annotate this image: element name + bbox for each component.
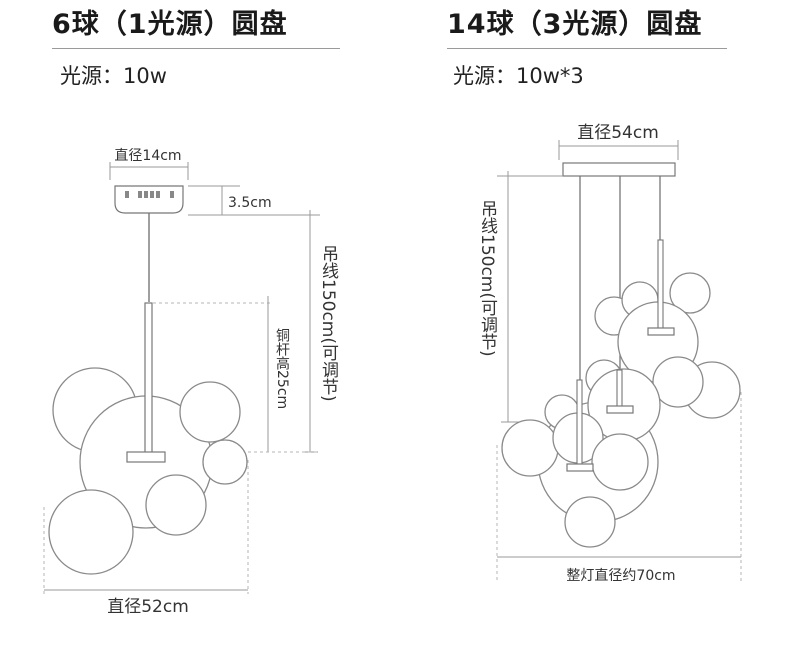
left-dim-overall: 直径52cm — [107, 597, 189, 617]
left-canopy-vents — [125, 191, 174, 198]
left-rod — [144, 302, 153, 459]
right-dim-cable: 吊线150cm(可调节) — [477, 200, 498, 357]
left-ball — [48, 489, 134, 575]
left-dim-rod: 铜杆高25cm — [274, 328, 290, 409]
right-rod-cap — [606, 405, 634, 414]
right-ball — [501, 419, 559, 477]
left-ball — [202, 439, 248, 485]
right-dim-overall: 整灯直径约70cm — [566, 567, 675, 584]
right-ball — [591, 433, 649, 491]
left-ball — [179, 381, 241, 443]
left-dim-canopy: 直径14cm — [114, 147, 181, 164]
right-rod — [616, 369, 623, 409]
left-title-rule — [52, 48, 340, 49]
right-ball — [564, 496, 616, 548]
right-rod-cap — [566, 463, 594, 472]
right-lamp: 直径54cm 吊线150cm(可调节) — [477, 123, 742, 584]
right-dim-canopy: 直径54cm — [577, 123, 659, 143]
right-title-rule — [447, 48, 727, 49]
left-dim-cable: 吊线150cm(可调节) — [318, 245, 339, 402]
left-lamp: 直径14cm 3.5cm 吊线150cm(可调节) 铜杆高25cm — [43, 147, 339, 617]
right-rod — [576, 379, 583, 467]
left-dim-canopy-height: 3.5cm — [228, 195, 272, 211]
left-light-source: 光源：10w — [60, 64, 167, 88]
left-ball — [145, 474, 207, 536]
right-ball — [669, 272, 711, 314]
left-rod-cap — [126, 451, 166, 463]
right-title: 14球（3光源）圆盘 — [447, 9, 703, 40]
left-title: 6球（1光源）圆盘 — [52, 9, 288, 40]
right-light-source: 光源：10w*3 — [453, 64, 584, 88]
right-ball — [652, 356, 704, 408]
right-rod-cap — [647, 327, 675, 336]
right-canopy — [562, 162, 676, 177]
right-rod — [657, 239, 664, 331]
left-canopy — [114, 185, 184, 214]
